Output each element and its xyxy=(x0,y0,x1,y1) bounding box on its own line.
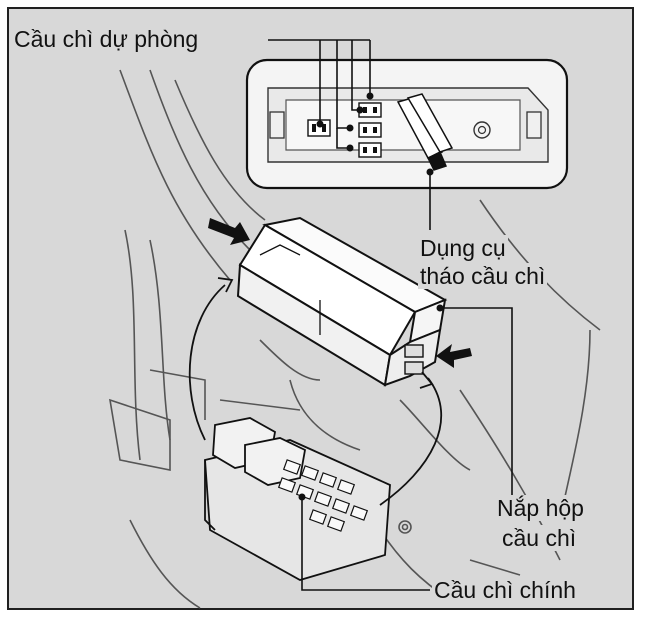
engine-bay-sketch xyxy=(108,69,601,609)
label-fuse-box-cover-line2: cầu chì xyxy=(500,525,579,551)
spare-fuse-inset xyxy=(245,58,569,190)
label-fuse-box-cover-line1: Nắp hộp xyxy=(495,495,586,521)
label-fuse-puller-line1: Dụng cụ xyxy=(418,235,508,261)
inset-screw-icon xyxy=(473,121,491,139)
label-main-fuse: Cầu chì chính xyxy=(432,577,578,603)
main-fuse-box xyxy=(204,417,391,581)
leader-dots xyxy=(298,92,444,501)
label-spare-fuses: Cầu chì dự phòng xyxy=(12,26,201,52)
push-arrows xyxy=(208,218,472,368)
leader-lines xyxy=(268,39,513,591)
label-fuse-puller-line2: tháo cầu chì xyxy=(418,263,548,289)
fuse-box-cover xyxy=(236,216,448,387)
movement-arrows xyxy=(188,277,443,506)
fuse-puller-tool xyxy=(396,93,454,171)
